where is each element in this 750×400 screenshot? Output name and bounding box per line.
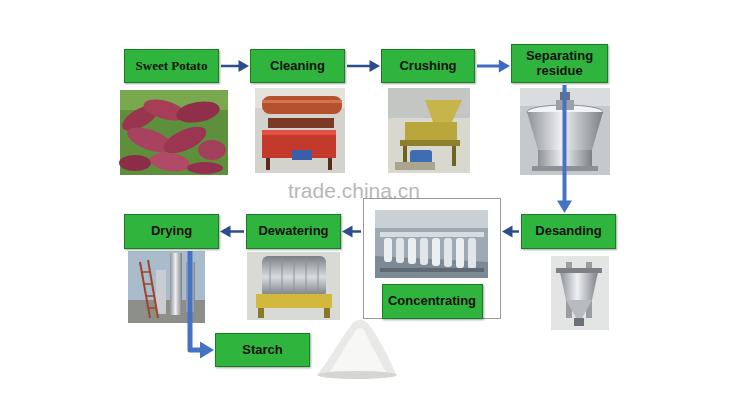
arrow-head <box>239 60 250 72</box>
process-name: Cleaning <box>270 59 325 74</box>
arrow-line <box>563 85 567 201</box>
sweet-potato-photo <box>118 90 228 175</box>
process-box: Drying <box>124 214 219 249</box>
arrow-line <box>352 230 362 233</box>
arrow-head <box>370 60 381 72</box>
flow-arrow <box>557 85 572 213</box>
process-box: Separating residue <box>511 44 608 83</box>
process-name: Separating residue <box>516 49 603 79</box>
flow-arrow <box>220 226 244 238</box>
process-name: Sweet Potato <box>136 59 208 74</box>
starch-powder <box>317 320 397 379</box>
process-name: Concentrating <box>388 294 476 309</box>
drying-tower <box>128 251 205 323</box>
crushing-machine <box>388 88 470 173</box>
flow-arrow <box>477 60 510 73</box>
arrow-line <box>477 65 500 68</box>
process-label-box: Concentrating <box>382 284 483 319</box>
process-box: Starch <box>215 333 310 367</box>
process-name: Desanding <box>535 224 601 239</box>
watermark: trade.china.cn <box>288 179 420 203</box>
flow-arrow <box>221 60 249 72</box>
process-name: Dewatering <box>258 224 328 239</box>
dewatering-drum <box>247 252 340 320</box>
cleaning-machine <box>255 88 345 173</box>
arrow-head <box>502 226 513 238</box>
arrow-line <box>347 65 371 68</box>
arrow-line <box>190 251 201 350</box>
process-box: Crushing <box>381 49 475 83</box>
process-box: Dewatering <box>246 214 341 249</box>
flow-arrow <box>502 226 519 238</box>
arrow-head <box>200 342 214 359</box>
process-name: Crushing <box>399 59 456 74</box>
arrow-line <box>230 230 245 233</box>
process-name: Drying <box>151 224 192 239</box>
flow-arrow <box>342 226 361 238</box>
arrow-line <box>221 65 240 68</box>
arrow-head <box>499 60 510 73</box>
flow-arrow <box>190 251 214 359</box>
process-box: Desanding <box>521 214 616 249</box>
flow-arrow <box>347 60 380 72</box>
arrow-head <box>342 226 353 238</box>
process-box: Cleaning <box>250 49 345 83</box>
arrow-head <box>557 200 572 213</box>
arrow-head <box>220 226 231 238</box>
desanding-cyclone <box>551 256 609 330</box>
process-box: Sweet Potato <box>124 49 219 83</box>
concentrator-row <box>375 210 488 278</box>
process-name: Starch <box>242 343 282 358</box>
arrow-line <box>512 230 520 233</box>
process-panel: Concentrating <box>363 198 501 319</box>
